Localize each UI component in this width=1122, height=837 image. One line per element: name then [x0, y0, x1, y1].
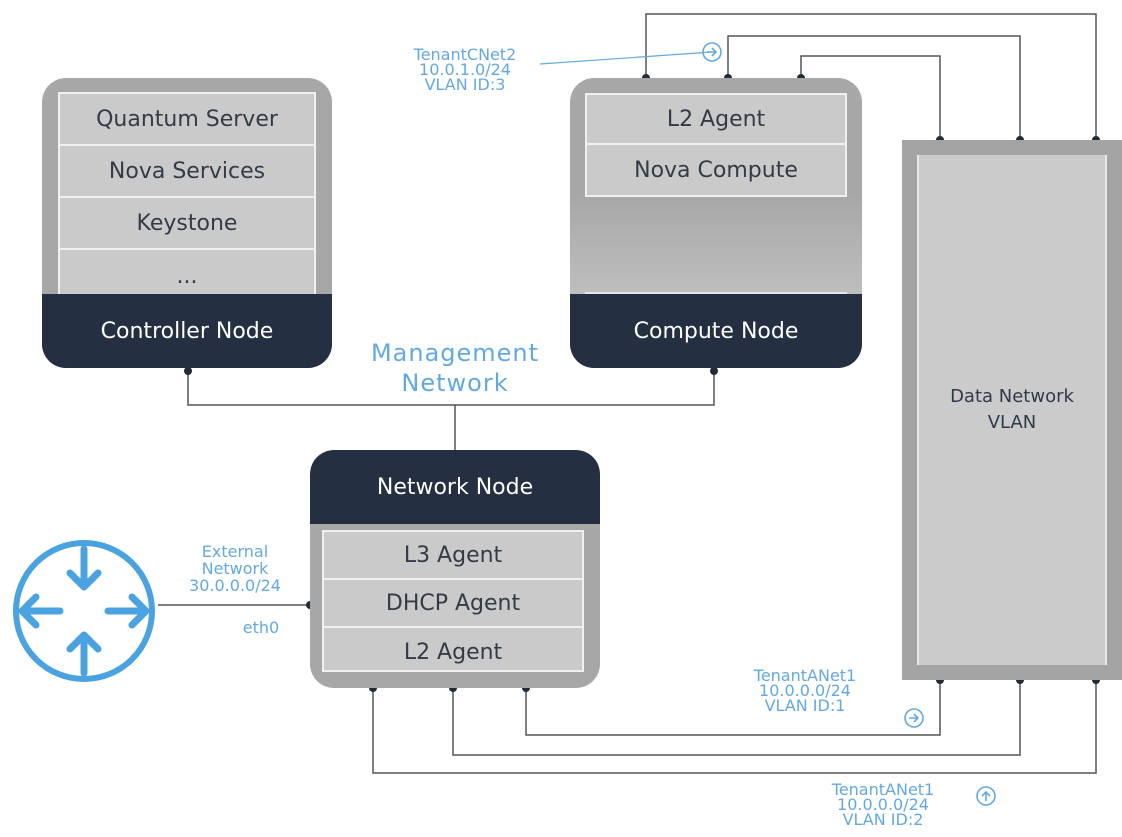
service-row: Quantum Server: [60, 94, 314, 146]
service-row: L3 Agent: [324, 532, 582, 580]
service-row: Nova Services: [60, 146, 314, 198]
compute-services: L2 Agent Nova Compute: [585, 93, 847, 197]
tenant-a-net1-vlan2-label: TenantANet1 10.0.0.0/24 VLAN ID:2: [831, 780, 935, 829]
data-network-label: Data Network: [950, 386, 1074, 407]
arrow-circle-icon: [702, 42, 722, 62]
controller-node[interactable]: Quantum Server Nova Services Keystone ..…: [42, 78, 332, 368]
interface-label: eth0: [242, 618, 280, 637]
tenant-wire-bottom-outer: [372, 680, 1097, 774]
service-row: L2 Agent: [587, 95, 845, 145]
management-wire: [187, 371, 715, 406]
tenant-wire-top-middle: [727, 35, 1021, 140]
tenant-a-net1-vlan1-label: TenantANet1 10.0.0.0/24 VLAN ID:1: [753, 666, 857, 715]
data-network-vlan[interactable]: Data Network VLAN: [902, 140, 1122, 680]
external-network-label: External Network 30.0.0.0/24: [189, 542, 281, 595]
service-row: ...: [176, 263, 198, 289]
service-row: Keystone: [60, 198, 314, 250]
arrow-circle-icon: [904, 708, 924, 728]
service-row: Nova Compute: [634, 157, 798, 183]
tenant-c-net2-label: TenantCNet2 10.0.1.0/24 VLAN ID:3: [413, 45, 517, 94]
network-node-title: Network Node: [310, 450, 600, 524]
arrow-circle-icon: [976, 786, 996, 806]
network-services: L3 Agent DHCP Agent L2 Agent: [322, 530, 584, 672]
divider: [585, 292, 847, 294]
port-dot: [184, 367, 192, 375]
tenant-wire-top-inner: [800, 55, 941, 140]
tenant-wire-bottom-middle: [452, 680, 1021, 756]
compute-node-title: Compute Node: [570, 294, 862, 368]
service-row: L2 Agent: [403, 639, 503, 665]
tenant-wire-top-outer: [645, 13, 1097, 140]
service-row: DHCP Agent: [324, 580, 582, 628]
compute-node[interactable]: L2 Agent Nova Compute Compute Node: [570, 78, 862, 368]
port-dot: [710, 367, 718, 375]
controller-node-title: Controller Node: [42, 294, 332, 368]
tenant-c-leader: [539, 51, 713, 65]
data-network-label: VLAN: [987, 412, 1037, 433]
management-network-label: Management Network: [370, 339, 540, 397]
router-icon[interactable]: [10, 537, 158, 685]
controller-services: Quantum Server Nova Services Keystone ..…: [58, 92, 316, 304]
network-node[interactable]: Network Node L3 Agent DHCP Agent L2 Agen…: [310, 450, 600, 688]
tenant-wire-bottom-inner: [525, 680, 941, 736]
